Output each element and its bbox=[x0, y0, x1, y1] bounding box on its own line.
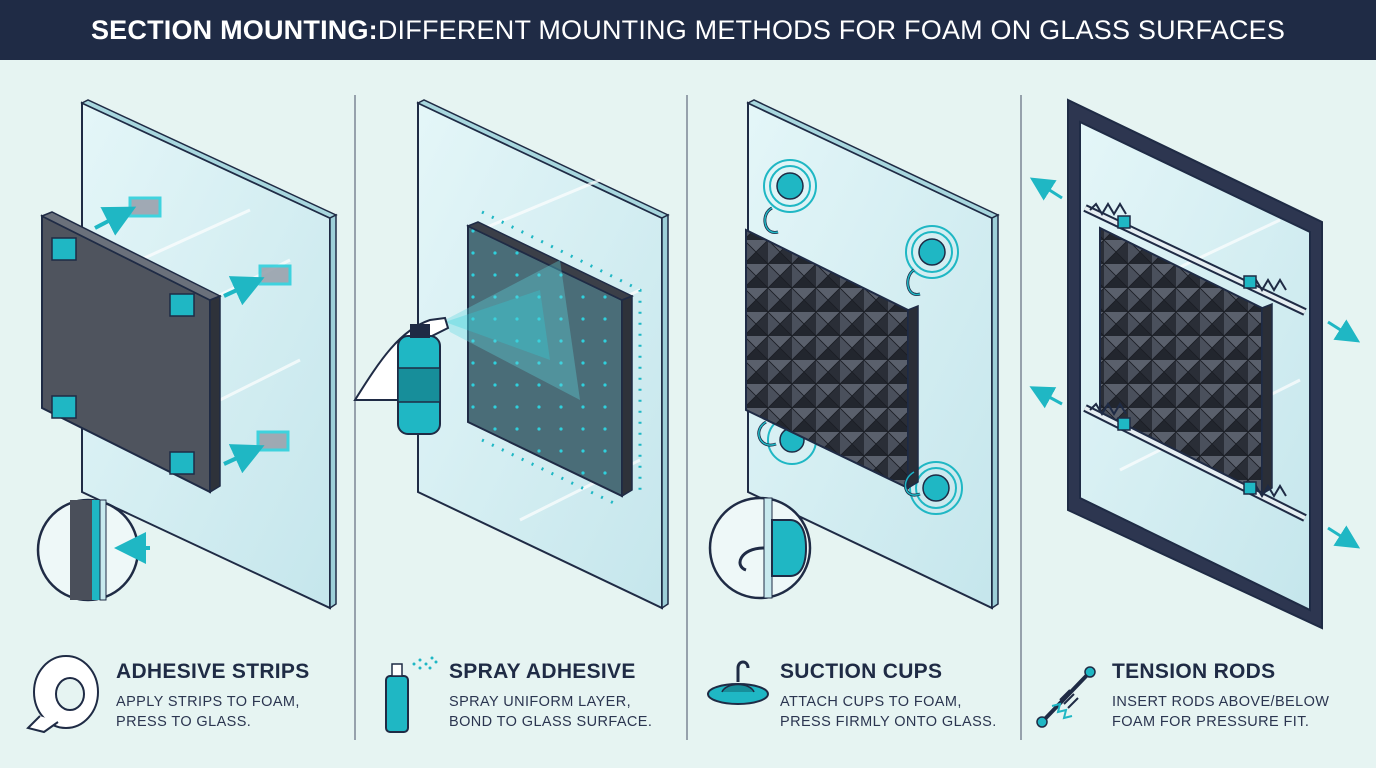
panel-desc-line2: PRESS TO GLASS. bbox=[116, 714, 252, 730]
tension-rod-top bbox=[1083, 202, 1307, 316]
panel-title: ADHESIVE STRIPS bbox=[116, 660, 310, 683]
spray-can-icon bbox=[385, 656, 438, 733]
panel-title: SPRAY ADHESIVE bbox=[449, 660, 636, 683]
panel-dividers bbox=[354, 95, 1022, 740]
tension-rods-illustration bbox=[1029, 98, 1361, 630]
label-suction-cups: SUCTION CUPS ATTACH CUPS TO FOAM, PRESS … bbox=[780, 660, 997, 732]
panel-title: TENSION RODS bbox=[1112, 660, 1276, 683]
header-title-bar: SECTION MOUNTING: DIFFERENT MOUNTING MET… bbox=[0, 0, 1376, 60]
tape-roll-icon bbox=[26, 655, 99, 734]
panel-title: SUCTION CUPS bbox=[780, 660, 943, 683]
panel-desc-line2: FOAM FOR PRESSURE FIT. bbox=[1112, 714, 1310, 730]
panel-desc-line1: APPLY STRIPS TO FOAM, bbox=[116, 694, 300, 710]
suction-cups-illustration bbox=[708, 99, 1000, 610]
label-spray-adhesive: SPRAY ADHESIVE SPRAY UNIFORM LAYER, BOND… bbox=[449, 660, 652, 732]
suction-cup-icon bbox=[707, 660, 769, 705]
panel-desc-line2: BOND TO GLASS SURFACE. bbox=[449, 714, 653, 730]
spray-adhesive-illustration bbox=[353, 99, 670, 610]
header-title-bold: SECTION MOUNTING: bbox=[90, 14, 378, 45]
panel-desc-line1: SPRAY UNIFORM LAYER, bbox=[449, 694, 632, 710]
panel-desc-line2: PRESS FIRMLY ONTO GLASS. bbox=[780, 714, 997, 730]
panel-desc-line1: INSERT RODS ABOVE/BELOW bbox=[1112, 694, 1330, 710]
header-title-rest: DIFFERENT MOUNTING METHODS FOR FOAM ON G… bbox=[377, 14, 1286, 45]
mounting-illustrations bbox=[26, 95, 1361, 740]
label-adhesive-strips: ADHESIVE STRIPS APPLY STRIPS TO FOAM, PR… bbox=[116, 660, 310, 732]
tension-rod-icon bbox=[1036, 666, 1096, 728]
tension-rod-bottom bbox=[1083, 402, 1307, 522]
illustration-stage: ADHESIVE STRIPS APPLY STRIPS TO FOAM, PR… bbox=[0, 60, 1376, 768]
label-tension-rods: TENSION RODS INSERT RODS ABOVE/BELOW FOA… bbox=[1112, 660, 1329, 732]
panel-desc-line1: ATTACH CUPS TO FOAM, bbox=[780, 694, 962, 710]
adhesive-strips-illustration bbox=[36, 99, 338, 610]
